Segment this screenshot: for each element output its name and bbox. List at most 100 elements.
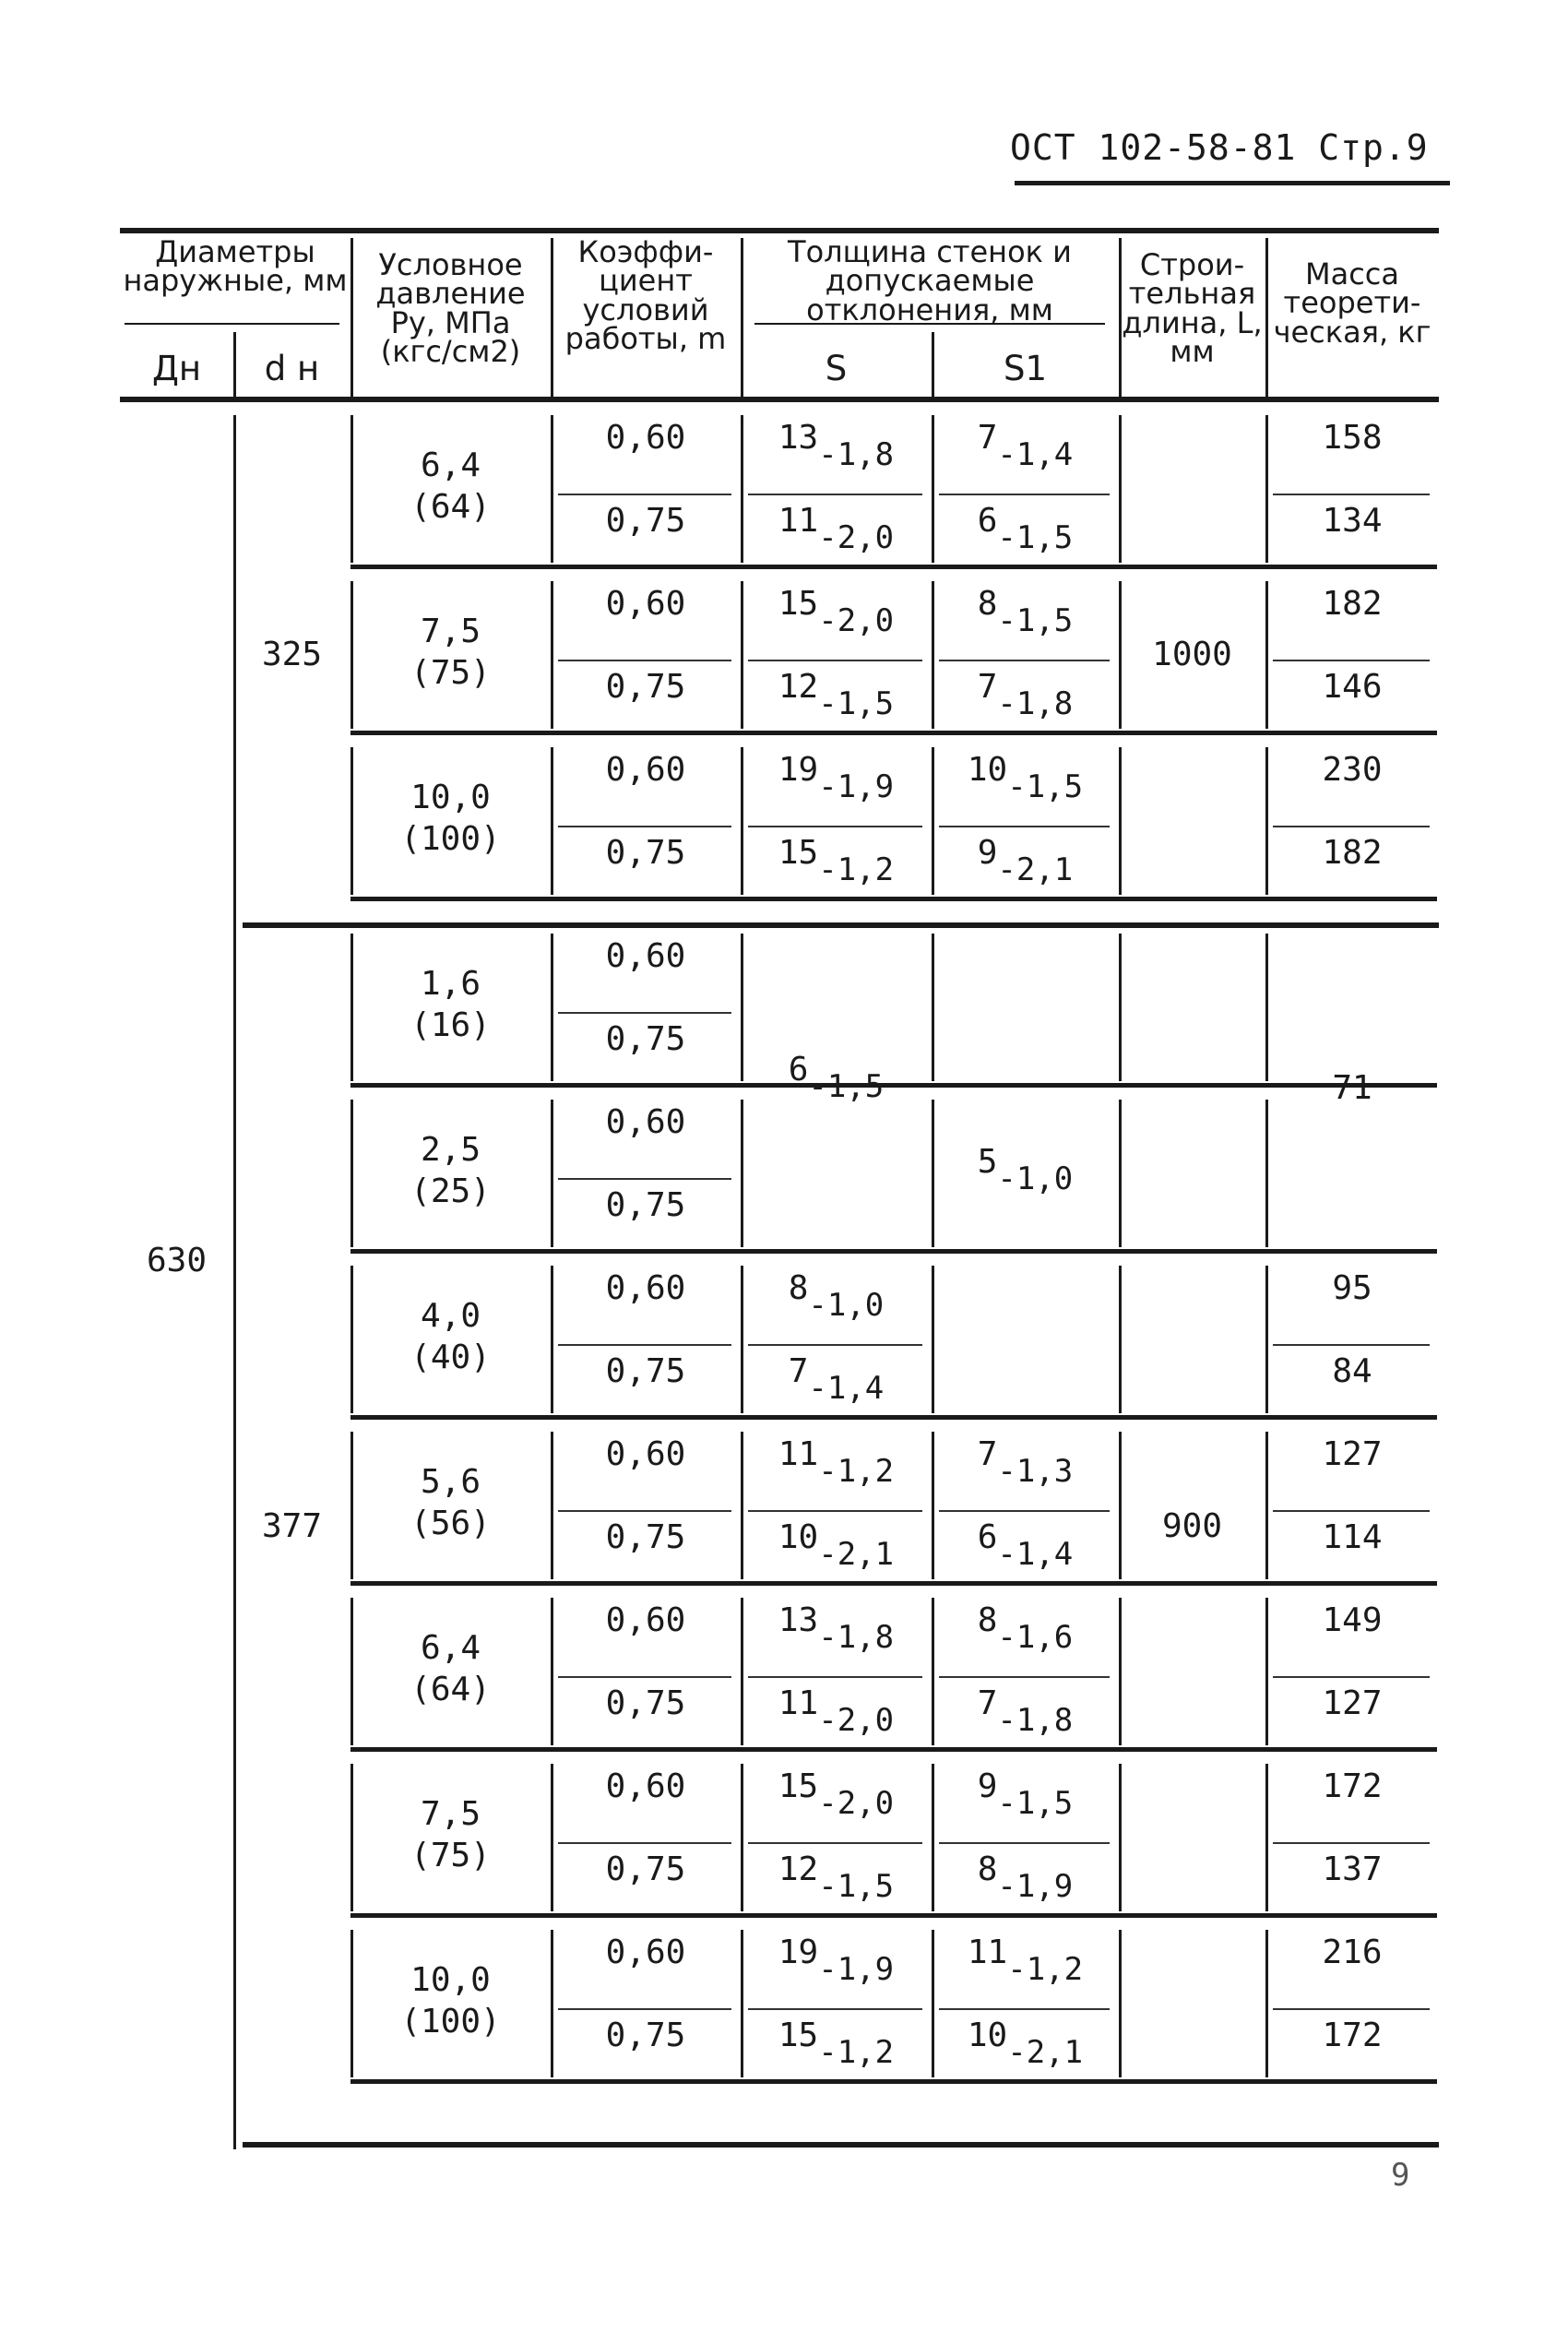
column-rule <box>741 581 743 729</box>
page-number: 9 <box>1391 2157 1410 2194</box>
fraction-line <box>748 660 922 661</box>
mass-value: 230 <box>1322 751 1383 789</box>
column-rule <box>932 1100 934 1247</box>
mass-value: 158 <box>1322 419 1383 457</box>
tolerance-value: -1,5 <box>808 1068 885 1105</box>
tolerance-value: -1,9 <box>997 1868 1074 1905</box>
column-rule <box>350 1598 353 1745</box>
column-rule <box>1119 1100 1122 1247</box>
s-thickness: 8-1,0 <box>741 1270 932 1323</box>
nominal-value: 15 <box>778 2017 819 2054</box>
s-thickness: 12-1,5 <box>741 668 932 721</box>
column-rule <box>932 1764 934 1911</box>
pressure-mpa: 5,6 <box>420 1463 481 1501</box>
s1-thickness: 9-1,5 <box>932 1768 1119 1821</box>
header-length: Строи- тельная длина, L, мм <box>1122 247 1263 370</box>
header-column-rule <box>551 238 553 397</box>
column-rule <box>350 934 353 1081</box>
tolerance-value: -1,2 <box>1007 1951 1084 1988</box>
column-rule <box>350 1100 353 1247</box>
column-rule <box>1265 1598 1268 1745</box>
s-thickness: 19-1,9 <box>741 1934 932 1987</box>
column-rule <box>932 1432 934 1579</box>
column-rule <box>1265 747 1268 895</box>
nominal-value: 13 <box>778 419 819 457</box>
fraction-line <box>1273 494 1430 495</box>
fraction-line <box>748 1510 922 1512</box>
column-rule <box>1265 1764 1268 1911</box>
column-rule <box>1265 415 1268 563</box>
nominal-value: 6 <box>788 1051 809 1089</box>
header-s1: S1 <box>1003 349 1048 388</box>
nominal-value: 6 <box>977 1518 998 1556</box>
fraction-line <box>558 660 731 661</box>
mass-value: 114 <box>1322 1518 1383 1556</box>
column-rule <box>1119 1764 1122 1911</box>
fraction-line <box>939 1842 1110 1844</box>
fraction-line <box>748 1842 922 1844</box>
pressure-kgf: (100) <box>400 2003 501 2040</box>
header-column-rule <box>1265 238 1268 397</box>
header-column-rule <box>350 238 353 397</box>
nominal-value: 7 <box>977 668 998 706</box>
pressure-kgf: (40) <box>410 1339 491 1376</box>
tolerance-value: -1,4 <box>997 1536 1074 1573</box>
column-rule <box>741 747 743 895</box>
pressure-mpa: 7,5 <box>420 613 481 650</box>
pressure-mpa: 7,5 <box>420 1795 481 1833</box>
column-rule <box>932 1266 934 1413</box>
tolerance-value: -1,0 <box>997 1160 1074 1197</box>
column-rule <box>932 581 934 729</box>
column-rule <box>1119 934 1122 1081</box>
fraction-line <box>558 826 731 827</box>
s-thickness: 19-1,9 <box>741 752 932 804</box>
fraction-line <box>1273 1510 1430 1512</box>
pressure-mpa: 6,4 <box>420 1629 481 1667</box>
column-rule <box>1119 747 1122 895</box>
tolerance-value: -1,8 <box>997 1702 1074 1739</box>
fraction-line <box>558 1012 731 1014</box>
header-mass: Масса теорети- ческая, кг <box>1273 256 1431 350</box>
tolerance-value: -1,5 <box>1007 768 1084 805</box>
coefficient-value: 0,75 <box>605 1684 686 1722</box>
header-column-rule <box>932 332 934 397</box>
column-rule <box>1119 1432 1122 1579</box>
column-rule <box>350 1266 353 1413</box>
header-column-rule <box>233 332 236 397</box>
nominal-value: 8 <box>977 1850 998 1888</box>
document-code: ОСТ 102-58-81 Стр.9 <box>1010 127 1429 168</box>
mass-value: 137 <box>1322 1850 1383 1888</box>
coefficient-value: 0,60 <box>605 1767 686 1805</box>
coefficient-value: 0,75 <box>605 1186 686 1224</box>
fraction-line <box>558 1344 731 1346</box>
column-rule <box>551 1432 553 1579</box>
s1-thickness: 10-1,5 <box>932 752 1119 804</box>
nominal-value: 12 <box>778 668 819 706</box>
row-rule <box>350 2079 1437 2084</box>
s-thickness: 15-1,2 <box>741 2017 932 2070</box>
nominal-value: 15 <box>778 1767 819 1805</box>
tolerance-value: -2,0 <box>818 602 895 639</box>
column-rule <box>350 1764 353 1911</box>
column-rule <box>350 415 353 563</box>
column-rule <box>350 1930 353 2077</box>
pressure-kgf: (16) <box>410 1006 491 1044</box>
mass-value: 95 <box>1332 1269 1372 1307</box>
mass-value: 182 <box>1322 834 1383 872</box>
s1-thickness: 8-1,9 <box>932 1850 1119 1904</box>
s1-thickness: 7-1,3 <box>932 1436 1119 1489</box>
tolerance-value: -1,2 <box>818 851 895 888</box>
coefficient-value: 0,60 <box>605 1269 686 1307</box>
nominal-value: 10 <box>967 2017 1008 2054</box>
s-thickness: 11-2,0 <box>741 1684 932 1738</box>
fraction-line <box>1273 1344 1430 1346</box>
fraction-line <box>558 1842 731 1844</box>
s-thickness: 13-1,8 <box>741 419 932 472</box>
column-rule <box>741 1764 743 1911</box>
column-rule <box>551 1930 553 2077</box>
column-rule <box>551 934 553 1081</box>
pressure-kgf: (100) <box>400 820 501 858</box>
nominal-value: 11 <box>778 1684 819 1722</box>
nominal-value: 7 <box>788 1352 809 1390</box>
mass-value: 127 <box>1322 1684 1383 1722</box>
